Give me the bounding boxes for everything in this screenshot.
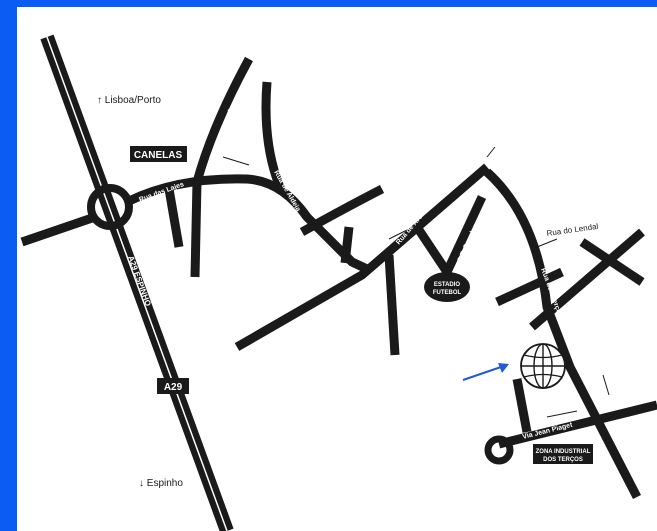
street-map: CANELAS A29 ESTADIO FUTEBOL ZONA INDUSTR… <box>17 7 657 531</box>
road-south-branch <box>384 254 400 356</box>
road-edges <box>222 146 610 418</box>
road-rua-das-lajes <box>124 174 369 274</box>
stadium-label-1: ESTADIO <box>434 282 461 288</box>
road-rua-das-searas <box>190 56 253 278</box>
label-lisboa-porto: ↑ Lisboa/Porto <box>97 95 161 106</box>
zona-industrial-label: ZONA INDUSTRIAL DOS TERÇOS <box>533 444 593 464</box>
label-rua-do-lendal: Rua do Lendal <box>546 222 599 238</box>
road-via-jean-piaget <box>497 400 657 449</box>
a29-badge: A29 <box>157 378 189 394</box>
road-branch-1 <box>164 188 184 248</box>
svg-text:ZONA INDUSTRIAL: ZONA INDUSTRIAL <box>536 449 591 455</box>
cul-de-sac <box>484 435 514 465</box>
stadium-label-2: FUTEBOL <box>433 290 462 296</box>
town-label-canelas: CANELAS <box>130 146 187 162</box>
road-rua-de-aldeia <box>261 81 287 194</box>
stadium-marker <box>424 272 470 302</box>
svg-text:A29: A29 <box>164 382 183 393</box>
globe-icon[interactable] <box>520 343 566 389</box>
road-west <box>20 212 97 247</box>
label-espinho: ↓ Espinho <box>139 478 183 489</box>
road-northeast <box>299 184 385 236</box>
road-link <box>512 378 532 433</box>
arrow-icon <box>462 363 509 381</box>
road-rua-do-lendal <box>529 228 645 331</box>
svg-text:CANELAS: CANELAS <box>134 150 183 161</box>
road-stub <box>340 226 354 264</box>
road-lendal-east <box>579 238 645 286</box>
road-a29 <box>40 34 234 531</box>
road-west-tercos <box>495 267 564 307</box>
map-canvas: CANELAS A29 ESTADIO FUTEBOL ZONA INDUSTR… <box>20 34 657 531</box>
roundabout <box>87 184 133 230</box>
road-rua-dos-tercos <box>483 168 642 500</box>
svg-text:DOS TERÇOS: DOS TERÇOS <box>543 457 583 463</box>
road-rua-de-areias <box>234 163 490 351</box>
